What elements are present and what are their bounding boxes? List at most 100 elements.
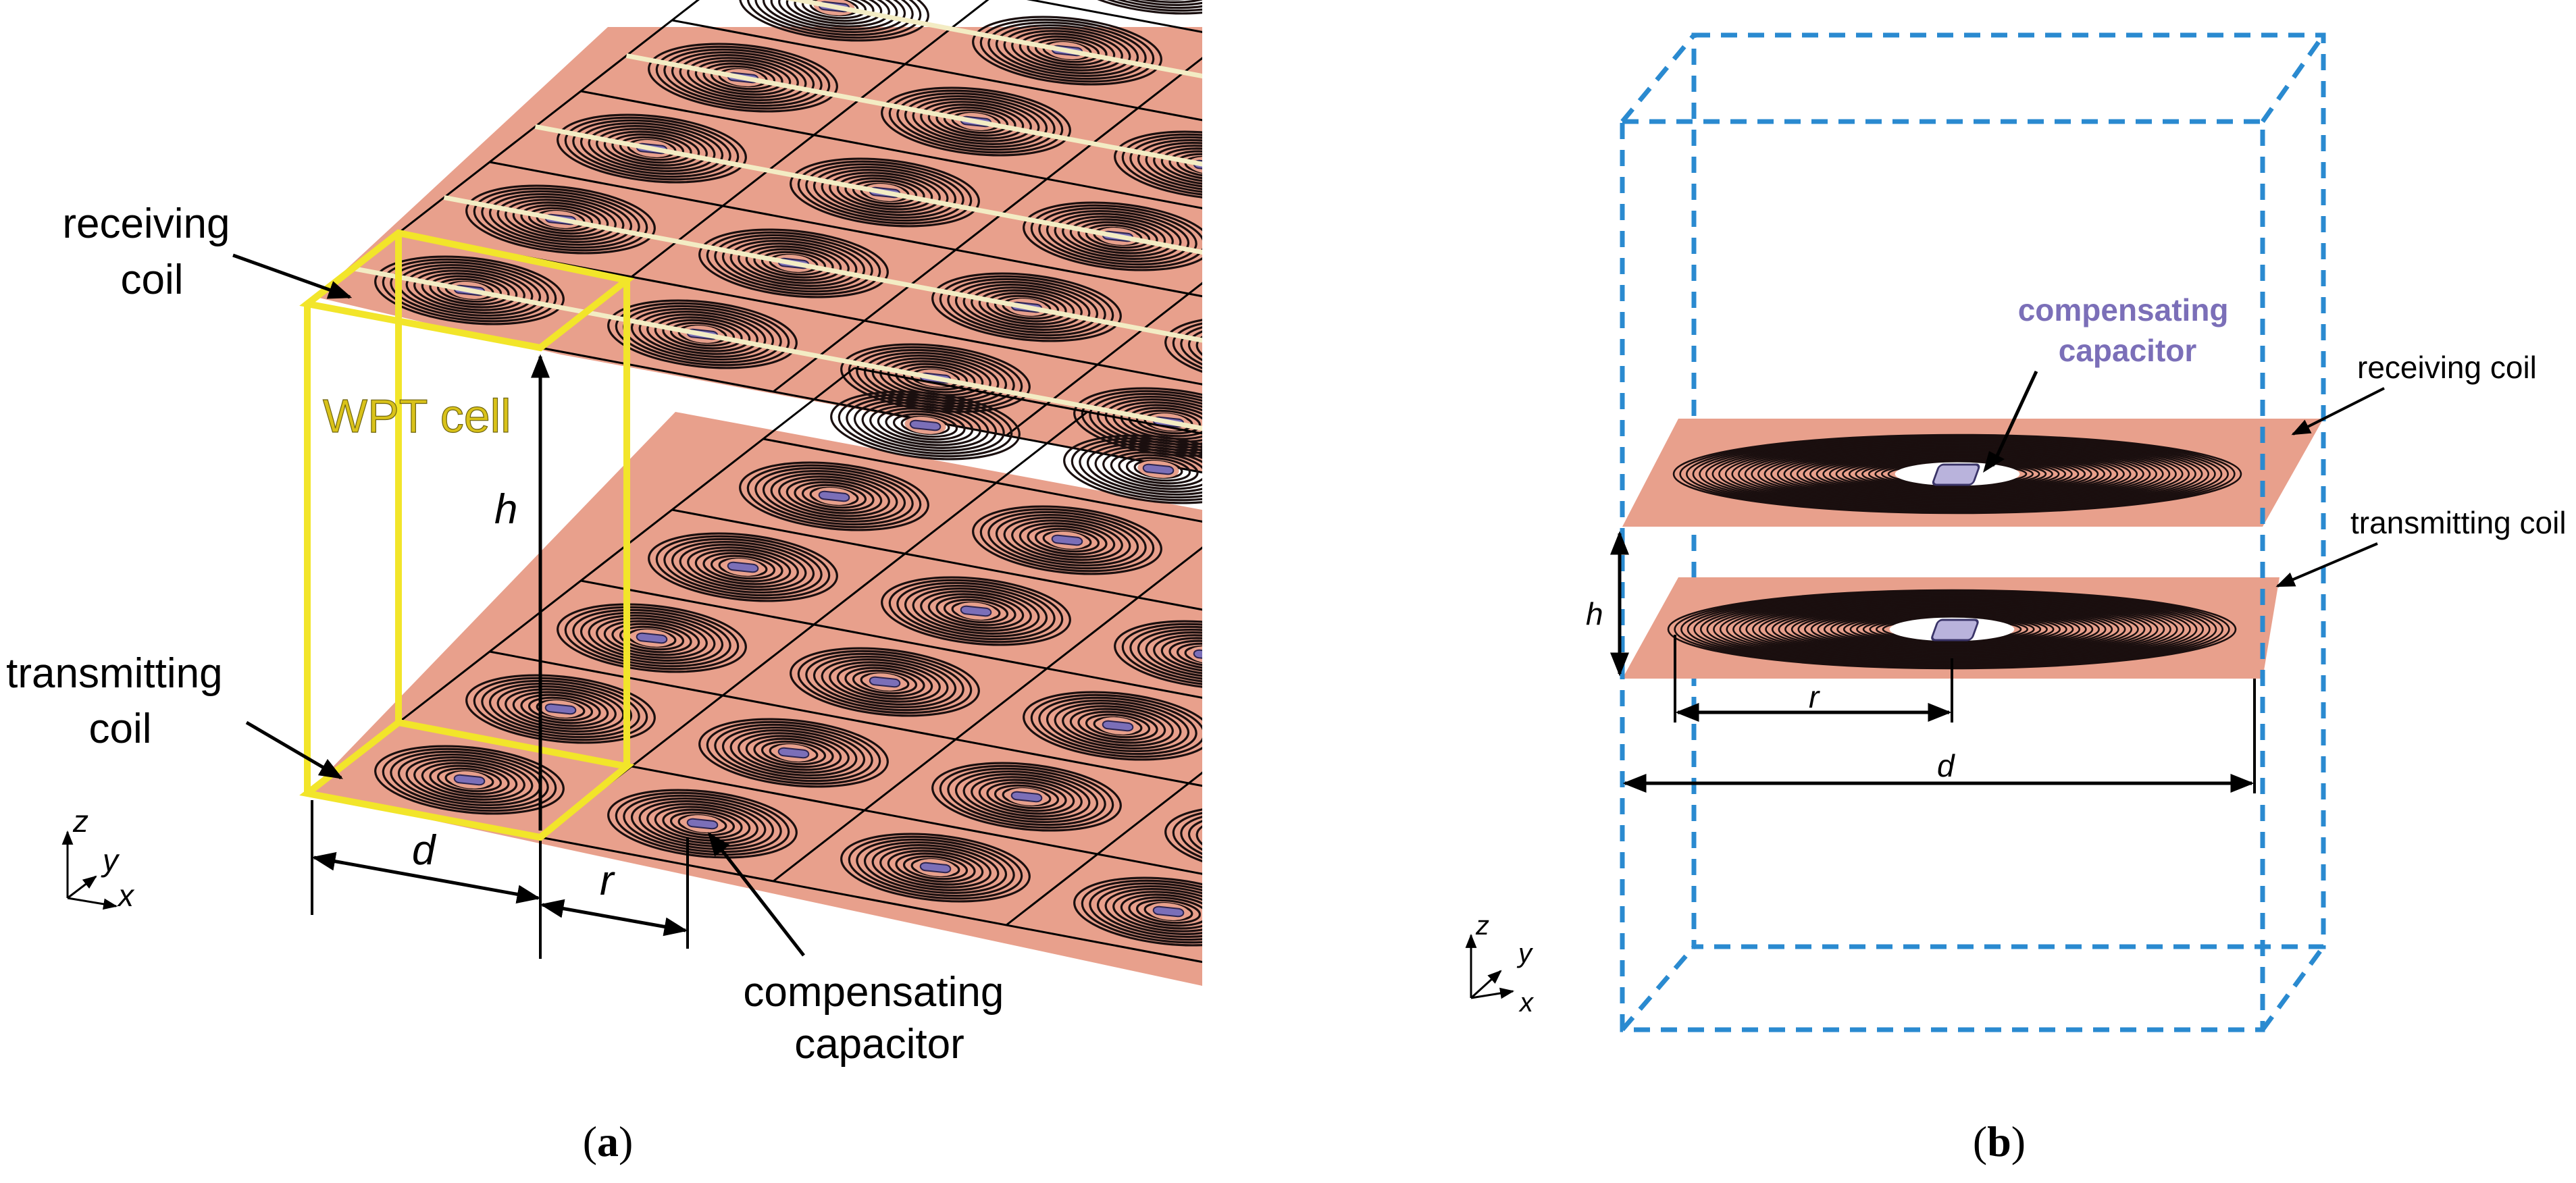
d-dimension-label-b: d (1937, 748, 1955, 783)
capacitor-icon (727, 561, 759, 573)
spiral-coil (1669, 140, 1864, 225)
receiving-array-grid (307, 0, 1202, 474)
box-front-edges (1620, 119, 2265, 1032)
spiral-coil (465, 184, 656, 255)
receiving-coil-pointer-b (2291, 387, 2385, 436)
transmitting-coil-array (374, 390, 1691, 998)
capacitor-icon (1376, 18, 1407, 29)
capacitor-icon (1518, 623, 1549, 633)
caption-b: (b) (1973, 1118, 2026, 1165)
capacitor-icon (1426, 204, 1458, 215)
spiral-coil (1073, 876, 1202, 947)
capacitor-icon (909, 419, 942, 431)
capacitor-label-b: compensating capacitor (2018, 292, 2238, 368)
axis-y-label-b: y (1516, 939, 1534, 968)
wpt-cell-label: WPT cell (323, 390, 511, 442)
capacitor-icon (1426, 693, 1458, 704)
transmitting-array-plate (307, 412, 1202, 986)
capacitor-icon (453, 774, 486, 786)
spiral-coil (840, 833, 1031, 903)
transmitting-coil-label-b: transmitting coil (2350, 505, 2567, 540)
capacitor-icon (960, 605, 992, 617)
spiral-coil (1487, 282, 1682, 367)
capacitor-icon (777, 747, 810, 759)
r-dimension-label-b: r (1809, 679, 1820, 714)
capacitor-icon (818, 490, 850, 502)
capacitor-icon (1152, 905, 1185, 918)
spiral-coil (1254, 728, 1449, 812)
axis-z-label-b: z (1475, 911, 1489, 941)
spiral-coil (881, 86, 1071, 157)
spiral-coil (1203, 542, 1398, 627)
capacitor-icon (869, 676, 901, 688)
spiral-coil (1345, 167, 1540, 252)
spiral-coil (648, 532, 838, 602)
spiral-coil (465, 674, 656, 744)
spiral-coil (648, 43, 838, 113)
capacitor-icon (1609, 62, 1640, 73)
capacitor-icon (1102, 720, 1134, 732)
axis-x-label: x (117, 878, 135, 913)
receiving-coil-label-b: receiving coil (2357, 350, 2537, 385)
wpt-cell-outline (299, 229, 635, 841)
h-dimension-label-b: h (1586, 596, 1603, 631)
capacitor-label: compensating capacitor (743, 969, 1015, 1068)
capacitor-pointer-b (1990, 370, 2038, 467)
spiral-coil (1063, 434, 1202, 504)
capacitor-icon (1518, 133, 1549, 144)
capacitor-icon (1010, 791, 1043, 803)
spiral-coil (374, 745, 565, 815)
axis-x-label-b: x (1518, 988, 1535, 1018)
spiral-coil (739, 461, 929, 531)
box-back-edges (1620, 32, 2326, 1032)
capacitor-icon (1335, 764, 1366, 775)
capacitor-icon (1751, 177, 1782, 188)
spiral-coil (1063, 0, 1202, 15)
spiral-coil (1304, 424, 1499, 508)
capacitor-icon (919, 862, 952, 874)
spiral-coil (1436, 97, 1631, 181)
capacitor-icon (1244, 346, 1275, 357)
spiral-coil (1023, 201, 1202, 271)
spiral-coil (1114, 620, 1202, 690)
receiving-capacitor-b (1932, 463, 1980, 486)
spiral-coil (931, 762, 1122, 832)
spiral-coil (790, 157, 980, 228)
capacitor-pointer-head (1983, 451, 2005, 473)
spiral-coil (557, 603, 747, 673)
panel-b: compensating capacitor receiving coil tr… (1465, 32, 2567, 1165)
capacitor-icon (1386, 461, 1417, 471)
capacitor-icon (1477, 390, 1508, 400)
d-dimension-label: d (412, 827, 437, 874)
spiral-coil (790, 647, 980, 717)
spiral-coil (1345, 657, 1540, 741)
spiral-coil (1304, 914, 1499, 998)
capacitor-icon (1659, 737, 1691, 748)
spiral-coil (1164, 316, 1275, 386)
receiving-coil-label: receiving coil (62, 201, 241, 303)
spiral-coil (1203, 53, 1398, 137)
spiral-coil (1578, 211, 1773, 296)
d-dimension-arrow (311, 851, 541, 904)
feed-wire (443, 195, 1202, 343)
capacitor-icon (1376, 508, 1407, 519)
spiral-coil (1395, 843, 1591, 927)
capacitor-icon (636, 632, 668, 644)
axes-triad-b (1465, 933, 1515, 999)
capacitor-icon (544, 703, 577, 715)
axes-triad-a (61, 830, 118, 910)
spiral-coil (1294, 0, 1489, 65)
transmitting-coil-label: transmitting coil (6, 650, 234, 752)
spiral-coil (972, 505, 1162, 575)
spiral-coil (1294, 471, 1489, 556)
panel-a: WPT cell h receiving coil transmitting c… (6, 0, 1864, 1165)
h-dimension-label: h (494, 486, 517, 533)
receiving-coil-pointer (232, 253, 353, 299)
capacitor-icon (1193, 649, 1202, 661)
capacitor-icon (1335, 275, 1366, 286)
capacitor-icon (1568, 319, 1599, 330)
spiral-coil (1023, 691, 1202, 761)
caption-a: (a) (583, 1118, 634, 1165)
capacitor-icon (686, 818, 719, 830)
